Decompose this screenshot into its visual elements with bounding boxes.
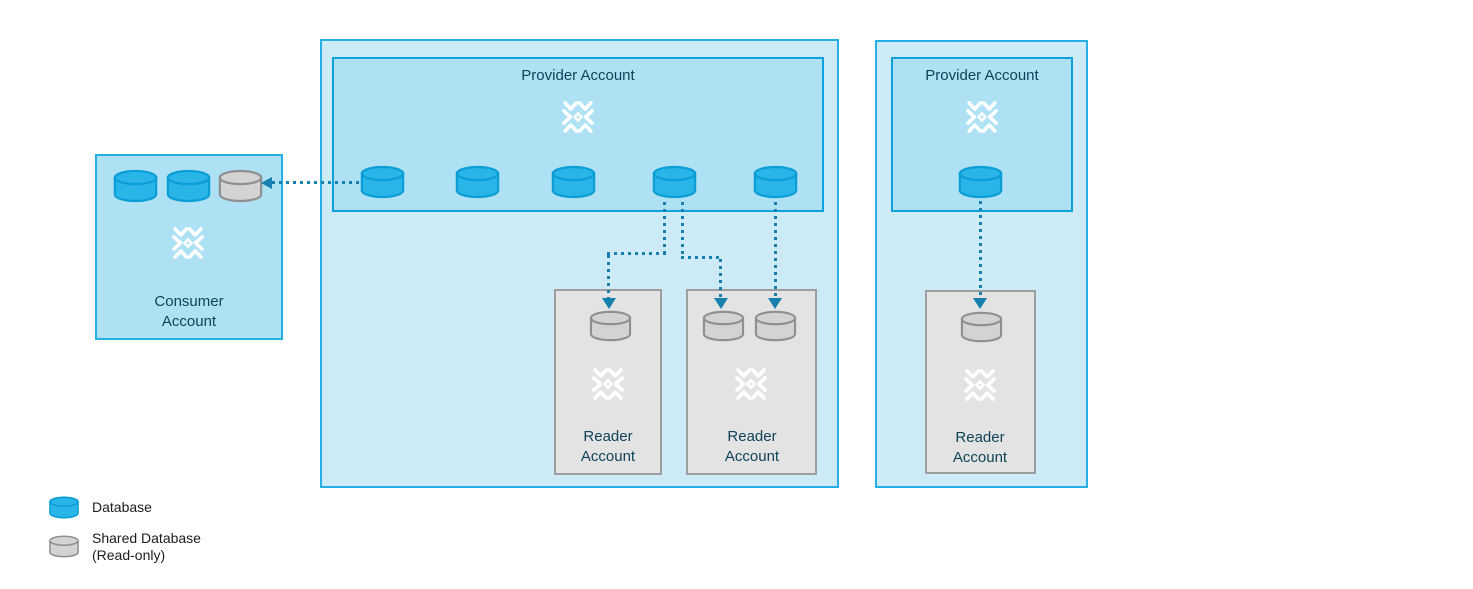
legend-shared-database-label: Shared Database (Read-only): [92, 530, 201, 563]
shared-database-icon: [588, 310, 633, 342]
share-arrow-provider-to-consumer-line: [272, 181, 360, 184]
share-arrow-provider2-to-reader3-head: [973, 298, 987, 309]
snowflake-icon: [559, 98, 597, 136]
database-icon: [753, 165, 798, 199]
share-arrow-provider-to-consumer-head: [261, 177, 272, 189]
reader-account-label: Reader Account: [580, 428, 636, 465]
snowflake-icon: [963, 98, 1001, 136]
share-arrow-db4-to-reader2-head: [714, 298, 728, 309]
share-arrow-db5-to-reader2-line: [774, 202, 777, 298]
database-icon: [113, 169, 158, 203]
shared-database-icon: [218, 169, 263, 203]
share-arrow-db4-to-reader2-line: [681, 256, 722, 259]
database-icon: [166, 169, 211, 203]
provider-account-label: Provider Account: [925, 67, 1039, 84]
database-icon: [958, 165, 1003, 199]
legend-database-label: Database: [92, 499, 152, 515]
reader-account-label: Reader Account: [952, 429, 1008, 466]
database-icon: [551, 165, 596, 199]
share-arrow-db4-to-reader1-line: [607, 252, 666, 255]
snowflake-icon: [589, 365, 627, 403]
shared-database-icon: [959, 311, 1004, 343]
database-icon: [455, 165, 500, 199]
share-arrow-db5-to-reader2-head: [768, 298, 782, 309]
database-icon: [652, 165, 697, 199]
share-arrow-provider2-to-reader3-line: [979, 201, 982, 298]
provider-account-box: [332, 57, 824, 212]
snowflake-icon: [169, 224, 207, 262]
database-icon: [47, 496, 81, 519]
share-arrow-db4-to-reader1-line: [607, 255, 610, 298]
share-arrow-db4-to-reader2-line: [681, 202, 684, 256]
provider-account-label: Provider Account: [521, 67, 635, 84]
shared-database-icon: [701, 310, 746, 342]
snowflake-icon: [961, 366, 999, 404]
share-arrow-db4-to-reader2-line: [719, 259, 722, 298]
snowflake-icon: [732, 365, 770, 403]
reader-account-label: Reader Account: [724, 428, 780, 465]
shared-database-icon: [753, 310, 798, 342]
consumer-account-label: Consumer Account: [154, 293, 224, 330]
provider-account-box: [891, 57, 1073, 212]
share-arrow-db4-to-reader1-line: [663, 202, 666, 252]
share-arrow-db4-to-reader1-head: [602, 298, 616, 309]
database-icon: [360, 165, 405, 199]
shared-database-icon: [47, 535, 81, 558]
